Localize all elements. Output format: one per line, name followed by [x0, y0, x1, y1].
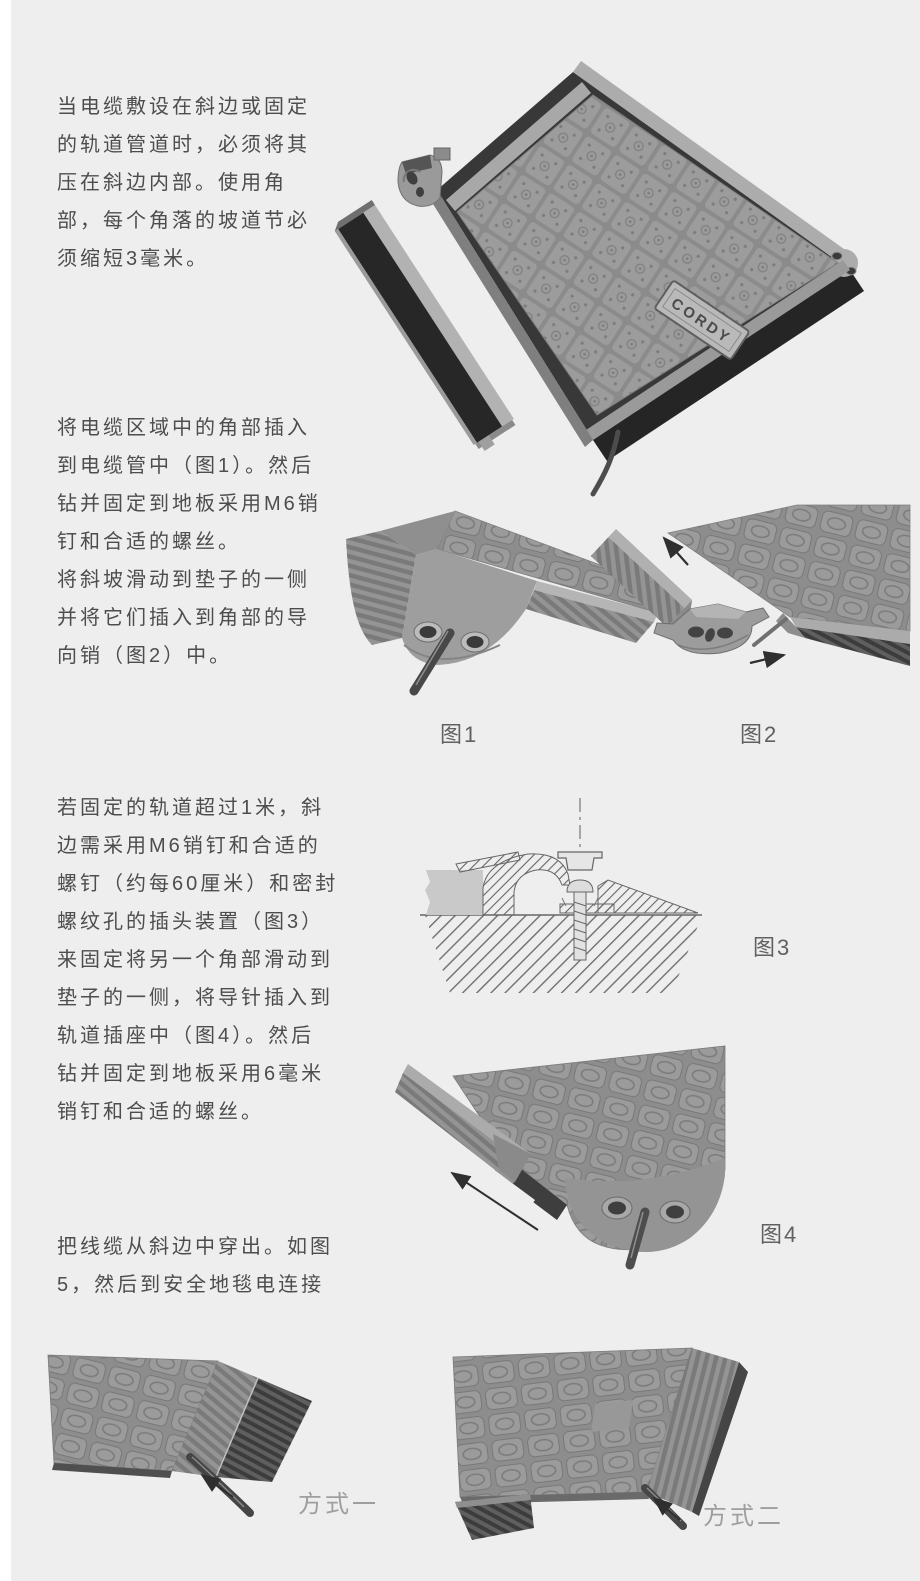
- figure3-caption: 图3: [753, 935, 792, 960]
- slide-arrow-icon: [662, 536, 689, 566]
- sealing-plug-cap: [557, 851, 603, 871]
- figure1-caption: 图1: [440, 722, 479, 747]
- method1-illustration: [47, 1354, 312, 1517]
- mat-dark-edge: [52, 1463, 172, 1478]
- ramp-upper-face: [172, 1361, 258, 1477]
- anchor-tick: [561, 897, 567, 907]
- paragraph-cable-exit-note: 把线缆从斜边中穿出。如图 5，然后到安全地毯电连接: [57, 1236, 333, 1296]
- ramp-lower-face: [216, 1378, 312, 1482]
- ramp-top-edge: [534, 581, 658, 622]
- cable: [590, 429, 621, 497]
- ramp-ribbed-left: [346, 531, 416, 645]
- slide-arrow-icon: [450, 1171, 539, 1231]
- guide-pin-highlight: [630, 1211, 644, 1259]
- base-plate: [559, 903, 615, 914]
- mat-ramp-dark-band: [796, 627, 910, 666]
- mat-rail: [790, 617, 910, 644]
- corner-piece: [397, 147, 451, 207]
- mat-overview: CORDY: [428, 61, 864, 497]
- cable-exit-arrow-icon: [652, 1496, 681, 1521]
- screw-hole: [466, 636, 484, 648]
- guide-pin: [625, 1207, 650, 1270]
- corner-shading: [403, 644, 501, 660]
- mat-blank-patch: [591, 1400, 633, 1432]
- mat-side-edge: [428, 190, 593, 447]
- method2-illustration: [452, 1347, 748, 1540]
- paragraph-corner-insert-steps: 将电缆区域中的角部插入 到电缆管中（图1）。然后 钻并固定到地板采用M6销 钉和…: [57, 417, 321, 667]
- figure1-illustration: [346, 510, 671, 696]
- ramp-end-wedge: [493, 1134, 531, 1182]
- guide-pin: [752, 617, 788, 647]
- mat-stud-surface: [456, 94, 839, 416]
- paragraph-fixing-over-1m: 若固定的轨道超过1米，斜 边需采用M6销钉和合适的 螺钉（约每60厘米）和密封 …: [57, 797, 339, 1123]
- cable-exit-arrow-icon: [200, 1473, 234, 1498]
- corner-hole: [717, 627, 733, 639]
- page-left-margin: [0, 0, 11, 1581]
- mat-stud-surface: [667, 504, 911, 632]
- mat-top-rail: [573, 61, 858, 270]
- mat-edge-band: [380, 511, 455, 555]
- guide-pin-highlight: [415, 630, 449, 686]
- figure4-illustration: [395, 1045, 726, 1270]
- gap-background: [447, 1148, 535, 1226]
- corner-hole: [705, 628, 715, 642]
- corner-hole: [688, 626, 704, 638]
- ramp-dark-edge: [692, 1362, 748, 1516]
- corner-piece: [653, 603, 770, 655]
- corner-connector-tab: [433, 147, 451, 161]
- figure-overview-illustration: CORDY: [334, 61, 864, 497]
- ramp-strip: [334, 199, 516, 451]
- screw-threads: [573, 901, 587, 952]
- screw-hole: [831, 251, 843, 261]
- mat-cross-section: [425, 870, 483, 915]
- ramp-ribbed-right: [526, 590, 654, 643]
- method1-label: 方式一: [298, 1491, 379, 1518]
- method2-label: 方式二: [703, 1503, 784, 1530]
- mat-ramp-dark-band: [593, 270, 864, 461]
- corner-smooth-band: [565, 1158, 725, 1253]
- screw-shaft: [573, 891, 587, 961]
- screw-head: [566, 879, 594, 893]
- ramp-ribbed-face: [395, 1073, 525, 1184]
- strip-piece-top: [455, 1494, 531, 1508]
- guide-pin: [409, 628, 455, 696]
- figure2-illustration: [590, 504, 911, 669]
- screw-hole: [666, 1205, 684, 1219]
- figure4-caption: 图4: [760, 1222, 799, 1247]
- slide-arrow-icon: [749, 650, 787, 669]
- screw-hole: [419, 626, 437, 638]
- screw-hole: [608, 1201, 626, 1215]
- mat-left-rail: [446, 82, 591, 211]
- figure2-caption: 图2: [740, 722, 779, 747]
- anchor-tick: [593, 897, 599, 907]
- ramp-crest-line: [215, 1377, 259, 1478]
- ground-hatch: [425, 915, 702, 993]
- ramp-ribbed-face: [647, 1348, 739, 1512]
- figure3-illustration: [420, 798, 702, 993]
- paragraph-corner-shortening-note: 当电缆敷设在斜边或固定 的轨道管道时，必须将其 压在斜边内部。使用角 部，每个角…: [57, 96, 310, 270]
